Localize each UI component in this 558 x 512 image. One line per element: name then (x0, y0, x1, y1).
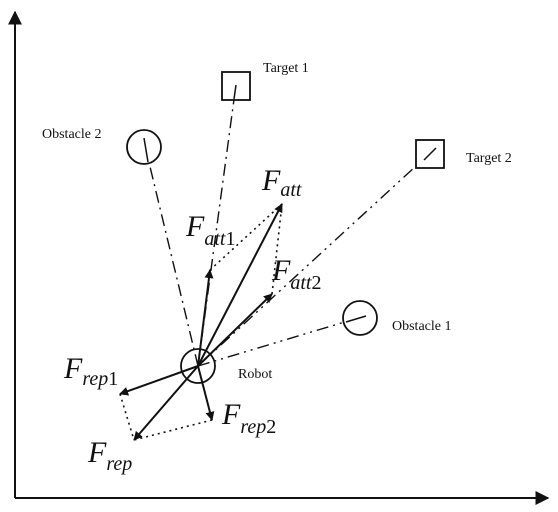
target2-label: Target 2 (466, 151, 512, 166)
line-to-target2 (197, 154, 429, 367)
vector-f-rep2 (197, 365, 215, 421)
obstacle1-label: Obstacle 1 (392, 319, 451, 334)
target1-marker (221, 71, 251, 101)
f-rep1-label: Frep1 (63, 352, 118, 390)
dotted-att1-to-att (209, 203, 283, 271)
dotted-rep2-to-rep (133, 419, 213, 441)
line-to-target1 (197, 91, 236, 367)
obstacle1-marker (342, 300, 378, 336)
f-rep2-label: Frep2 (221, 398, 276, 438)
f-att-label: Fatt (261, 164, 302, 201)
vector-f-att (197, 203, 283, 367)
obstacle2-marker (126, 129, 162, 165)
dotted-rep1-to-rep (119, 393, 135, 441)
target2-marker (415, 139, 445, 169)
f-att1-label: Fatt1 (185, 210, 235, 250)
line-to-obstacle2 (145, 149, 199, 367)
f-att2-label: Fatt2 (271, 254, 321, 294)
robot-marker (180, 348, 216, 384)
vector-f-rep1 (119, 365, 199, 396)
target1-label: Target 1 (263, 61, 309, 76)
f-rep-label: Frep (87, 436, 132, 475)
obstacle2-label: Obstacle 2 (42, 127, 101, 142)
robot-label: Robot (238, 367, 272, 382)
